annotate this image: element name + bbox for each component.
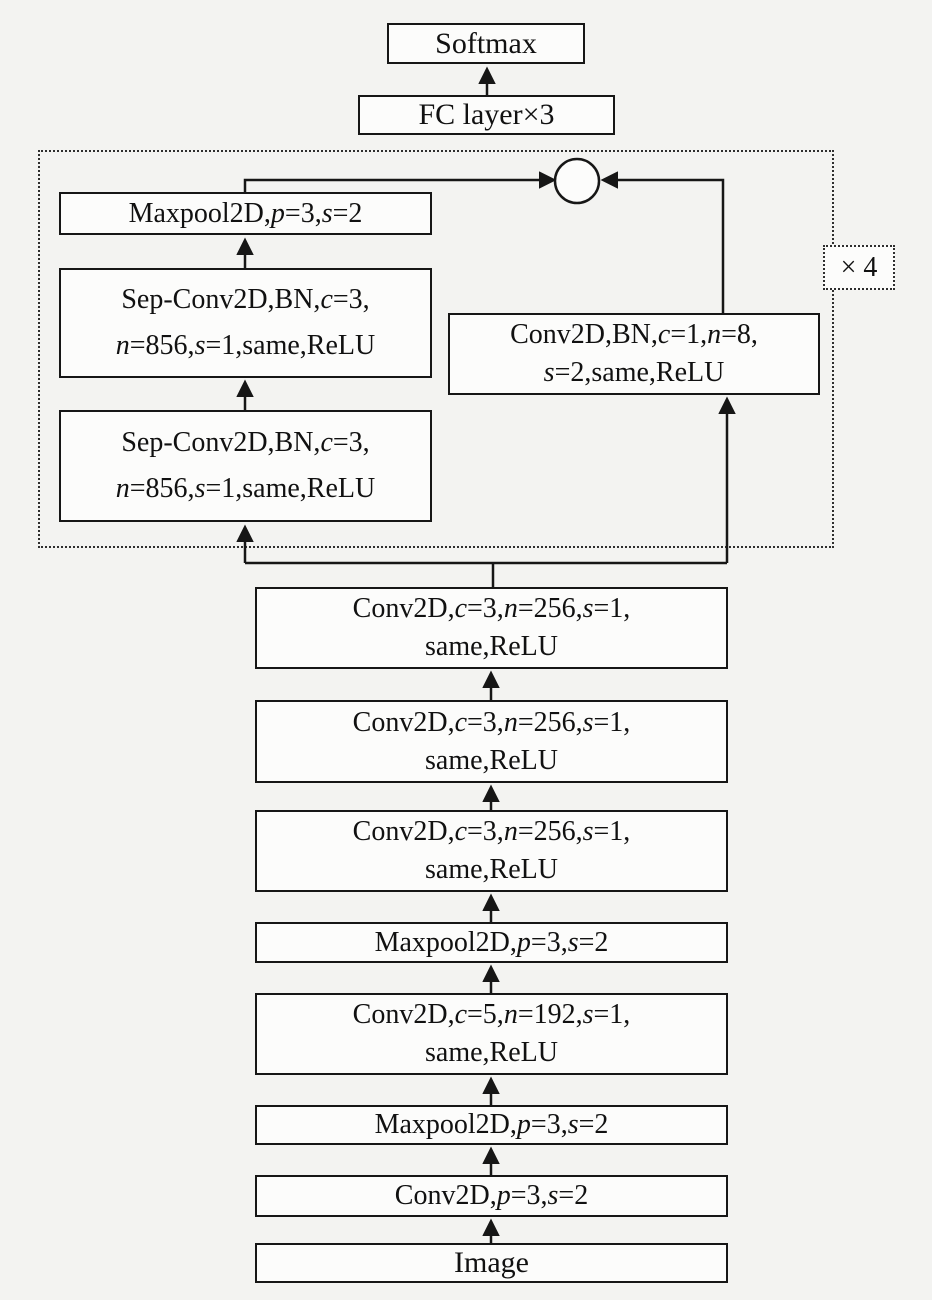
repeat-block-outline	[38, 150, 834, 548]
node-conv192: Conv2D,c=5,n=192,s=1, same,ReLU	[255, 993, 728, 1075]
node-label: Image	[454, 1246, 529, 1279]
repeat-multiplier-badge: × 4	[823, 245, 895, 290]
node-label-line2: s=2,same,ReLU	[543, 357, 725, 388]
node-label-line2: same,ReLU	[425, 631, 558, 662]
node-label: Conv2D,p=3,s=2	[394, 1180, 589, 1211]
branch-connector-line	[245, 561, 727, 587]
arrow-maxpool-to-merge	[243, 171, 557, 192]
merge-node-circle	[553, 157, 601, 205]
node-image-input: Image	[255, 1243, 728, 1283]
node-label: Maxpool2D,p=3,s=2	[374, 926, 609, 958]
node-conv256-a: Conv2D,c=3,n=256,s=1, same,ReLU	[255, 587, 728, 669]
node-label-line1: Conv2D,BN,c=1,n=8,	[510, 319, 758, 350]
node-fc-layer: FC layer×3	[358, 95, 615, 135]
node-maxpool-b: Maxpool2D,p=3,s=2	[255, 922, 728, 963]
node-label-line1: Sep-Conv2D,BN,c=3,	[121, 427, 370, 458]
node-label: Maxpool2D,p=3,s=2	[128, 197, 363, 229]
node-conv256-c: Conv2D,c=3,n=256,s=1, same,ReLU	[255, 810, 728, 892]
node-sepconv-lower: Sep-Conv2D,BN,c=3, n=856,s=1,same,ReLU	[59, 410, 432, 522]
node-conv-shortcut: Conv2D,BN,c=1,n=8, s=2,same,ReLU	[448, 313, 820, 395]
node-label-line1: Conv2D,c=5,n=192,s=1,	[352, 999, 631, 1030]
node-label: Maxpool2D,p=3,s=2	[374, 1109, 609, 1140]
node-label-line2: same,ReLU	[425, 1037, 558, 1068]
node-sepconv-upper: Sep-Conv2D,BN,c=3, n=856,s=1,same,ReLU	[59, 268, 432, 378]
node-maxpool-a: Maxpool2D,p=3,s=2	[255, 1105, 728, 1145]
node-label-line1: Conv2D,c=3,n=256,s=1,	[352, 816, 631, 847]
node-maxpool-repeat: Maxpool2D,p=3,s=2	[59, 192, 432, 235]
node-label-line2: n=856,s=1,same,ReLU	[115, 330, 376, 361]
node-label: Softmax	[435, 26, 537, 60]
repeat-multiplier-label: × 4	[840, 251, 878, 283]
node-label-line2: n=856,s=1,same,ReLU	[115, 473, 376, 504]
node-conv256-b: Conv2D,c=3,n=256,s=1, same,ReLU	[255, 700, 728, 783]
node-label-line1: Conv2D,c=3,n=256,s=1,	[352, 593, 631, 624]
node-label: FC layer×3	[418, 98, 555, 131]
node-softmax: Softmax	[387, 23, 585, 64]
arrow-shortcut-to-merge	[600, 171, 725, 313]
node-label-line2: same,ReLU	[425, 854, 558, 885]
node-conv-stem: Conv2D,p=3,s=2	[255, 1175, 728, 1217]
node-label-line1: Conv2D,c=3,n=256,s=1,	[352, 706, 631, 738]
node-label-line1: Sep-Conv2D,BN,c=3,	[121, 284, 370, 315]
node-label-line2: same,ReLU	[425, 744, 558, 776]
